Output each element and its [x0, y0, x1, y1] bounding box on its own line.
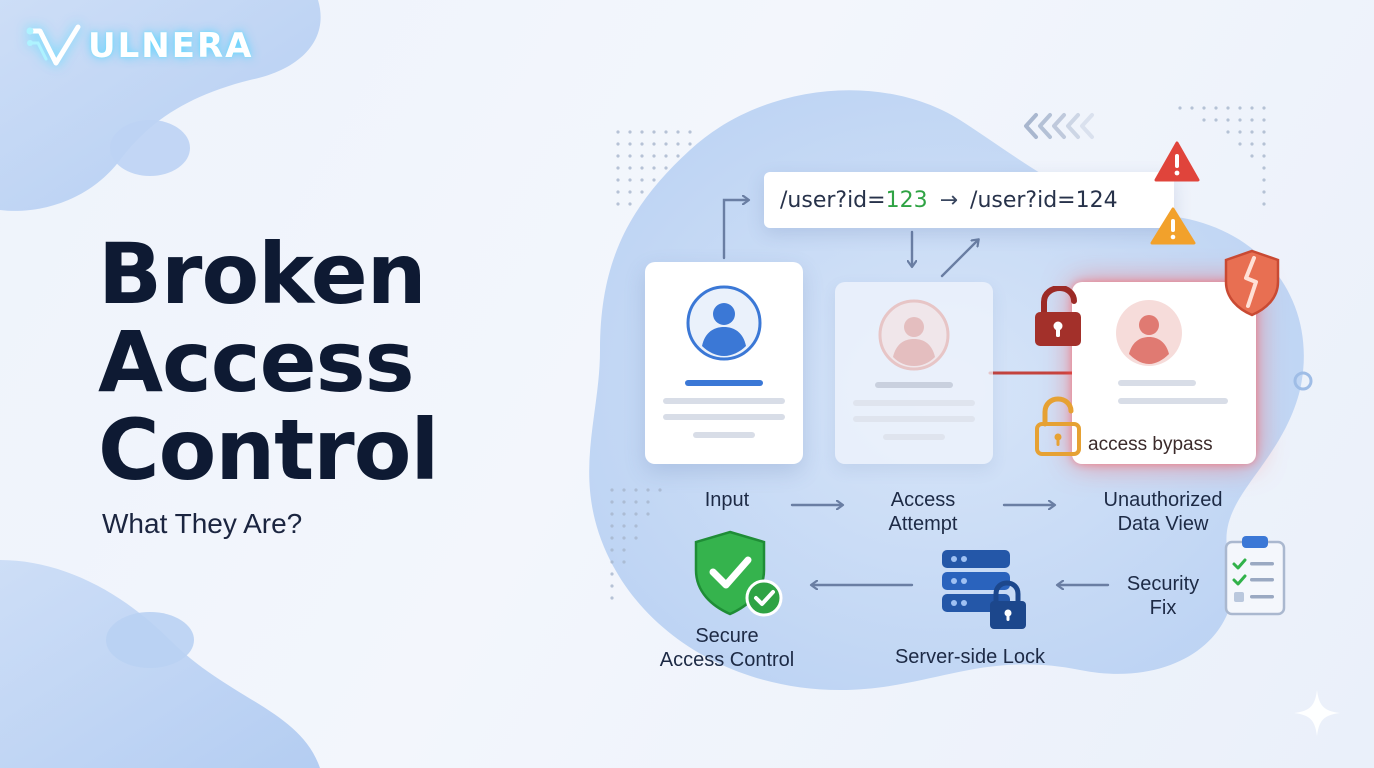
url-from-id: 123	[885, 187, 928, 213]
server-lock-icon	[942, 550, 1026, 629]
unlocked-padlock-icon	[1035, 396, 1081, 456]
url-bar: /user?id= 123 → /user?id=124	[764, 172, 1174, 228]
title-line-3: Control	[98, 401, 439, 499]
flow-label-unauthorized-line-1: Unauthorized	[1103, 489, 1223, 511]
page-title: Broken Access Control	[98, 230, 498, 494]
url-from-prefix: /user?id=	[780, 187, 886, 213]
page-subtitle: What They Are?	[102, 508, 303, 539]
sparkle-icon	[1294, 690, 1340, 736]
unlocked-padlock-icon	[1035, 286, 1081, 346]
user-avatar-icon	[878, 299, 950, 371]
user-avatar-icon	[686, 285, 762, 361]
url-arrow-icon: →	[939, 187, 959, 213]
flow-label-secure-access-line-2: Access Control	[659, 649, 795, 671]
access-attempt-card	[835, 282, 993, 464]
flow-label-security-fix-line-2: Fix	[1149, 597, 1177, 619]
url-to: /user?id=124	[970, 187, 1118, 213]
user-avatar-icon	[1116, 300, 1182, 366]
title-line-1: Broken	[98, 225, 427, 323]
flow-label-security-fix: Security Fix	[1108, 572, 1218, 620]
broken-shield-icon	[1224, 249, 1280, 317]
input-card	[645, 262, 803, 464]
unauthorized-data-card: access bypass	[1072, 282, 1256, 464]
shield-check-icon	[694, 530, 783, 617]
flow-label-input: Input	[704, 489, 750, 511]
flow-label-unauthorized-line-2: Data View	[1117, 513, 1209, 535]
access-bypass-label: access bypass	[1088, 434, 1213, 455]
flow-label-secure-access-line-1: Secure	[695, 625, 759, 647]
flow-label-security-fix-line-1: Security	[1126, 573, 1200, 595]
brand-v-circuit-icon	[26, 24, 81, 66]
flow-label-unauthorized: Unauthorized Data View	[1078, 488, 1248, 536]
brand-logo: ULNERA	[26, 18, 296, 74]
flow-label-secure-access: Secure Access Control	[642, 624, 812, 672]
flow-label-access-attempt-line-2: Attempt	[888, 513, 958, 535]
flow-label-access-attempt: Access Attempt	[856, 488, 990, 536]
flow-label-server-lock: Server-side Lock	[894, 646, 1046, 668]
clipboard-checklist-icon	[1224, 536, 1286, 616]
brand-name: ULNERA	[88, 26, 254, 66]
warning-triangle-icon	[1150, 207, 1196, 245]
flow-label-access-attempt-line-1: Access	[890, 489, 956, 511]
title-line-2: Access	[98, 313, 415, 411]
alert-triangle-icon	[1154, 141, 1200, 182]
